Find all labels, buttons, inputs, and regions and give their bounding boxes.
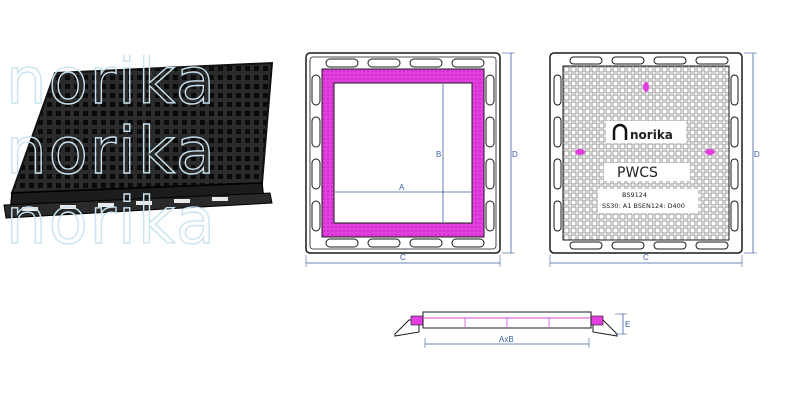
- watermark-text-2: norika: [6, 115, 217, 189]
- cover-frame-slots: [553, 56, 739, 250]
- section-dim-axb-label: AxB: [499, 335, 514, 344]
- dim-d-label: D: [512, 150, 518, 159]
- flange-slots: [22, 197, 228, 211]
- section-seal-left: [410, 315, 424, 326]
- product-photo-panel: norika norika norika: [0, 44, 300, 265]
- product-photo: norika norika norika: [3, 44, 274, 260]
- cover-plan-view: norika PWCS BS9124 SS30: A1 BSEN124: D40…: [542, 45, 762, 270]
- frame-flange: [3, 192, 273, 219]
- product-code: PWCS: [617, 165, 658, 181]
- brand-mark: norika: [630, 128, 673, 142]
- section-dim-e-label: E: [625, 320, 630, 329]
- dim-c-label: C: [400, 253, 406, 262]
- cover-dim-d-label: D: [754, 150, 760, 159]
- frame-slots: [311, 58, 495, 248]
- frame-plan-view: A B C D: [298, 45, 520, 270]
- cover-tread-pattern: [562, 65, 730, 241]
- section-view: AxB E: [385, 298, 635, 360]
- lifting-keyholes: [575, 82, 715, 155]
- dim-a-label: A: [399, 183, 405, 192]
- dim-b-label: B: [436, 150, 441, 159]
- standard-bs: BS9124: [622, 191, 647, 199]
- clear-opening: [333, 82, 473, 224]
- cover-dim-c-label: C: [643, 253, 649, 262]
- norika-logo-icon: [612, 123, 628, 140]
- section-seal-right: [590, 315, 604, 326]
- watermark-text-3: norika: [6, 185, 217, 259]
- standard-en: SS30: A1 BSEN124: D400: [602, 202, 685, 210]
- watermark-text-1: norika: [6, 55, 217, 119]
